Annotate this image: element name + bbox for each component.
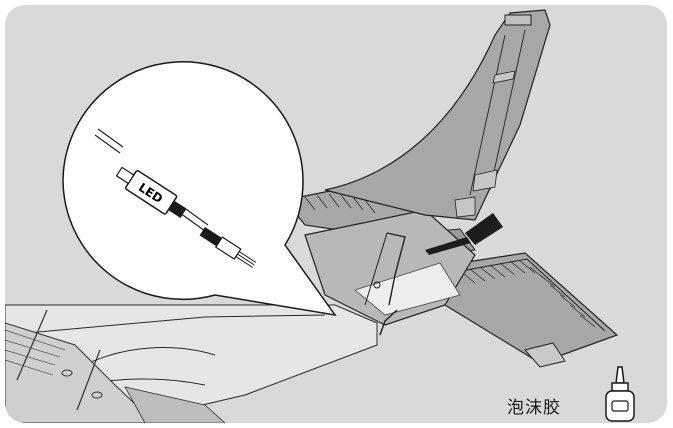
glue-label: 泡沫胶 — [507, 398, 561, 418]
glue-bottle-icon — [605, 366, 635, 422]
led-wire-route — [364, 232, 406, 336]
horizontal-stabilizer-right — [434, 252, 619, 368]
led-callout: LED — [62, 61, 337, 317]
glue-nozzle — [425, 213, 503, 255]
illustration-panel: LED 泡沫胶 — [5, 5, 667, 423]
left-wing — [5, 309, 226, 423]
airplane-illustration: LED — [5, 9, 619, 423]
tail-boom — [304, 209, 476, 326]
vertical-fin — [324, 9, 551, 221]
